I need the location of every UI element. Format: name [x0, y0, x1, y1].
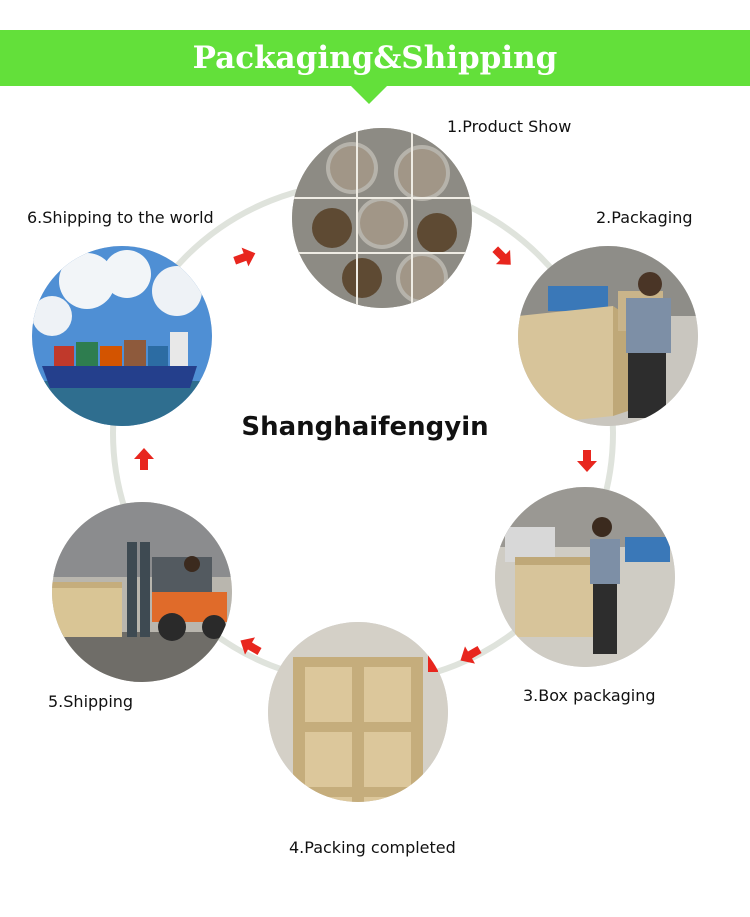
step-4-label: 4.Packing completed — [289, 838, 456, 857]
arrow-right-icon — [231, 243, 259, 271]
packaging-photo — [518, 246, 698, 426]
arrow-down-left-icon — [456, 641, 484, 669]
plush-toys-photo — [292, 128, 472, 308]
step-3-label: 3.Box packaging — [523, 686, 656, 705]
step-1-label: 1.Product Show — [447, 117, 572, 136]
company-name: Shanghaifengyin — [241, 412, 489, 442]
arrow-down-right-icon — [489, 243, 517, 271]
page-title: Packaging&Shipping — [192, 40, 558, 76]
container-ship-photo — [32, 246, 212, 426]
step-5-label: 5.Shipping — [48, 692, 134, 711]
crate-completed-photo — [268, 622, 448, 802]
arrow-up-left-icon — [236, 632, 264, 660]
banner-pointer — [351, 86, 387, 104]
step-6-label: 6.Shipping to the world — [27, 208, 214, 227]
arrow-down-icon — [573, 447, 601, 475]
header-banner: Packaging&Shipping — [0, 30, 750, 86]
forklift-photo — [52, 502, 232, 682]
step-2-label: 2.Packaging — [596, 208, 693, 227]
arrow-up-icon — [130, 445, 158, 473]
box-packaging-photo — [495, 487, 675, 667]
